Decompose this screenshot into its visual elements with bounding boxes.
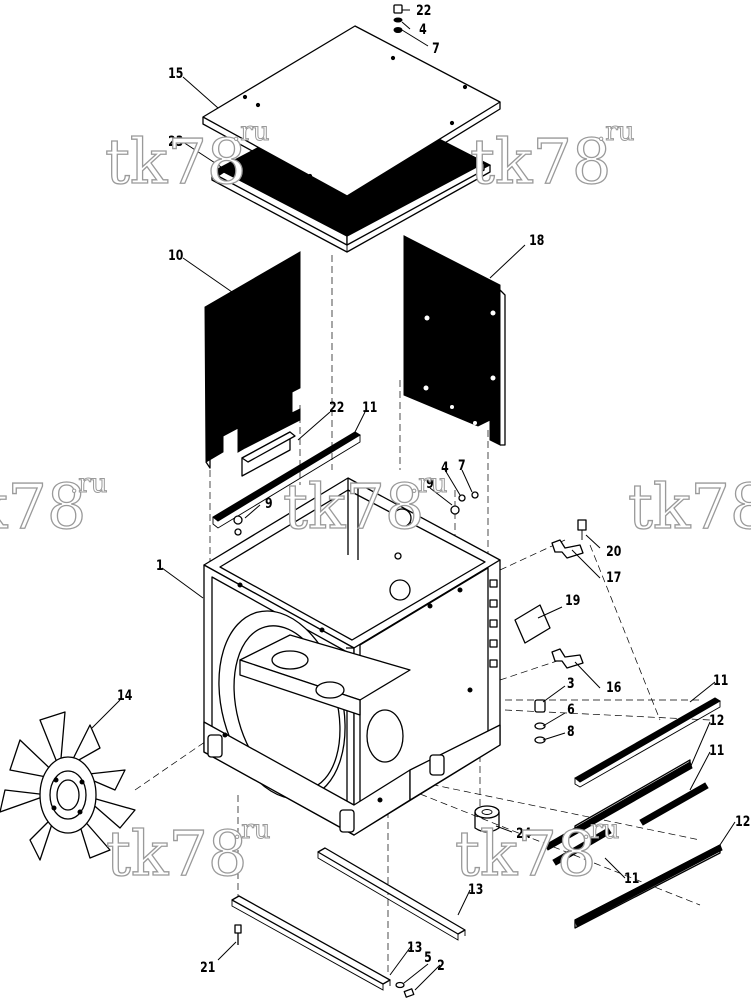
watermark-top-right-suffix: .ru [597, 117, 634, 147]
callout-leaders [91, 9, 736, 991]
callout-11-right-3: 11 [624, 870, 639, 887]
callout-7-mid: 7 [458, 457, 466, 474]
cooling-fan [0, 711, 136, 861]
callout-23: 23 [168, 133, 183, 150]
watermark-bottom-left-suffix: .ru [233, 815, 270, 845]
callout-22-top: 22 [416, 2, 431, 19]
bracket-16 [551, 648, 584, 669]
callout-22-mid: 22 [329, 399, 344, 416]
top-cover-assembly [202, 25, 501, 253]
callout-3: 3 [567, 675, 575, 692]
bottom-support-bars [231, 847, 466, 991]
top-screw-stack [393, 4, 403, 33]
callout-7-top: 7 [432, 40, 440, 57]
cover-plate-19 [514, 604, 551, 644]
callout-17: 17 [606, 569, 621, 586]
watermark-mid-right: tk78 [628, 470, 751, 543]
watermark-top-left: tk78 [105, 125, 246, 198]
callout-16: 16 [606, 679, 621, 696]
radiator-frame-housing [203, 477, 501, 836]
bolt-20 [577, 519, 587, 540]
callout-4-top: 4 [419, 21, 427, 38]
watermark-mid-left-suffix: .ru [70, 469, 107, 499]
callout-21: 21 [200, 959, 215, 976]
callout-13-bottom: 13 [407, 939, 422, 956]
callout-12-right-2: 12 [735, 813, 750, 830]
callout-9-left: 9 [265, 495, 273, 512]
callout-13-right: 13 [468, 881, 483, 898]
callout-4-mid: 4 [441, 459, 449, 476]
side-insulation-panel-left [204, 251, 301, 477]
callout-5: 5 [424, 949, 432, 966]
callout-10: 10 [168, 247, 183, 264]
bracket-17 [551, 539, 584, 559]
rubber-mount [474, 805, 500, 833]
callout-12-right-1: 12 [709, 712, 724, 729]
callout-11-right-2: 11 [709, 742, 724, 759]
frame-top-fasteners [233, 491, 479, 536]
callout-14: 14 [117, 687, 132, 704]
watermark-bottom-left: tk78 [106, 817, 247, 890]
bottom-fasteners [234, 924, 415, 998]
callout-labels: 22 4 7 15 23 10 18 22 11 9 9 4 7 1 20 17… [117, 2, 750, 976]
seal-strip-upper [212, 431, 361, 529]
callout-19: 19 [565, 592, 580, 609]
watermark-top-right: tk78 [470, 125, 611, 198]
callout-8: 8 [567, 723, 575, 740]
seal-strips-right [544, 697, 723, 929]
callout-6: 6 [567, 701, 575, 718]
callout-11-right-1: 11 [713, 672, 728, 689]
watermark-mid-center-suffix: .ru [410, 469, 447, 499]
bolt-washer-stack [534, 699, 546, 744]
callout-18: 18 [529, 232, 544, 249]
callout-9-right: 9 [426, 475, 434, 492]
watermark-bottom-right: tk78 [455, 817, 596, 890]
watermark-mid-left: tk78 [0, 470, 86, 543]
callout-20: 20 [606, 543, 621, 560]
watermarks: tk78 .ru tk78 .ru tk78 .ru tk78 .ru tk78… [0, 117, 751, 891]
callout-11-mid: 11 [362, 399, 377, 416]
watermark-bottom-right-suffix: .ru [582, 815, 619, 845]
callout-2: 2 [437, 957, 445, 974]
callout-1: 1 [156, 557, 164, 574]
callout-15: 15 [168, 65, 183, 82]
callout-24: 24 [516, 825, 531, 842]
watermark-top-left-suffix: .ru [232, 117, 269, 147]
watermark-mid-center: tk78 [283, 470, 424, 543]
side-insulation-panel-right [403, 235, 506, 446]
